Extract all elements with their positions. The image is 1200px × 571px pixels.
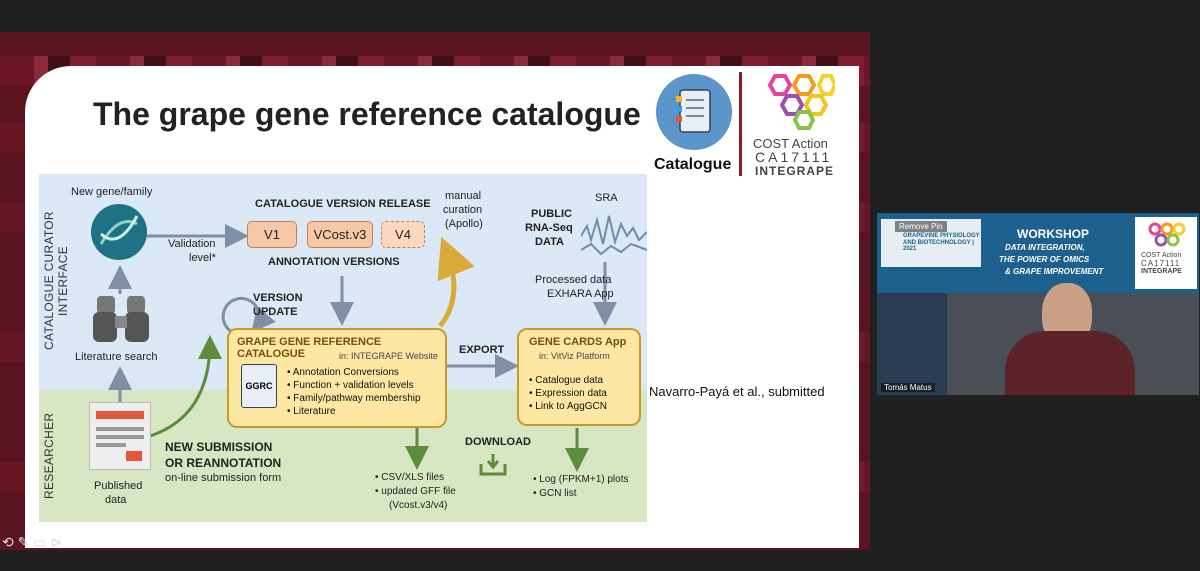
release-title: CATALOGUE VERSION RELEASE [255,198,431,210]
workshop-title: WORKSHOP [1017,227,1089,241]
sra-label: SRA [595,192,618,204]
gene-cards-bullets: • Catalogue data • Expression data • Lin… [529,374,607,413]
symposium-logo: GRAPEVINE PHYSIOLOGY AND BIOTECHNOLOGY |… [881,219,981,267]
catalogue-icon [656,74,732,150]
version-v4: V4 [381,221,425,248]
catalogue-panel: GRAPE GENE REFERENCE CATALOGUE in: INTEG… [227,328,447,428]
divider [739,72,742,176]
manual-label: manual [445,190,482,202]
citation-text: Navarro-Payá et al., submitted [649,384,825,399]
catalogue-bullet: • Family/pathway membership [287,393,421,404]
cost-action-text: COST Action [753,136,828,151]
catalogue-bullets: • Annotation Conversions • Function + va… [287,366,421,418]
published-label: Published [94,480,143,492]
cost-code-text: CA17111 [755,149,833,165]
catalogue-label: Catalogue [654,156,732,173]
gene-cards-panel: GENE CARDS App in: VitViz Platform • Cat… [517,328,641,426]
gene-cards-plots: • Log (FPKM+1) plots [533,474,629,485]
presentation-slide: The grape gene reference catalogue Catal… [25,66,859,548]
remove-pin-button[interactable]: Remove Pin [895,221,947,232]
submission-form-label: on-line submission form [165,472,282,484]
version-vcost: VCost.v3 [307,221,373,248]
integrape-text: INTEGRAPE [755,164,835,178]
diagram-arrows [108,224,617,472]
rnaseq-label: RNA-Seq [525,222,573,234]
catalogue-panel-subtitle: in: INTEGRAPE Website [339,351,438,361]
catalogue-bullet: • Function + validation levels [287,380,414,391]
gene-cards-title: GENE CARDS App [529,336,627,348]
cost-small-line3: INTEGRAPE [1141,268,1182,275]
validation-label: Validation [168,238,216,250]
catalogue-panel-title: GRAPE GENE REFERENCE CATALOGUE [237,336,382,360]
update-label: UPDATE [253,306,298,318]
new-gene-label: New gene/family [71,186,153,198]
cost-logo-small: COST Action CA17111 INTEGRAPE [1135,217,1197,289]
binoculars-icon [91,292,151,351]
apollo-label: (Apollo) [445,218,483,230]
download-icon [479,452,507,481]
participant-body [1005,331,1135,395]
symposium-year: AND BIOTECHNOLOGY | 2021 [903,240,974,252]
symposium-text: GRAPEVINE PHYSIOLOGY [903,233,980,239]
annotation-toolbar[interactable]: ⟲ ✎ ▭ ⊳ [2,534,63,550]
participant-name: Tomás Matus [881,383,935,392]
workshop-line2: THE POWER OF OMICS [999,255,1090,264]
version-v1: V1 [247,221,297,248]
version-label: VERSION [253,292,303,304]
gene-cards-bullet: • Link to AggGCN [529,401,607,412]
slide-title: The grape gene reference catalogue [93,96,641,132]
download-vcost: (Vcost.v3/v4) [389,500,448,511]
gene-cards-bullet: • Catalogue data [529,375,604,386]
published-data-label: data [105,494,127,506]
catalogue-bullet: • Literature [287,406,336,417]
validation-level-label: level* [189,252,216,264]
gene-cards-gcn: • GCN list [533,488,577,499]
literature-search-label: Literature search [75,351,158,363]
download-csv: • CSV/XLS files [375,472,445,483]
data-label: DATA [535,236,564,248]
download-gff: • updated GFF file [375,486,456,497]
sequence-icon [580,206,648,265]
processed-data-label: Processed data [535,274,612,286]
cost-integrape-logo [765,74,838,135]
workshop-line1: DATA INTEGRATION, [1005,243,1085,252]
catalogue-bullet: • Annotation Conversions [287,367,399,378]
download-label: DOWNLOAD [465,436,531,448]
public-label: PUBLIC [531,208,572,220]
reannotation-label: OR REANNOTATION [165,456,282,470]
cost-small-line2: CA17111 [1141,259,1181,268]
participant-video-tile[interactable]: GRAPEVINE PHYSIOLOGY AND BIOTECHNOLOGY |… [877,213,1199,395]
annotation-versions-label: ANNOTATION VERSIONS [268,256,400,268]
published-data-icon [89,402,151,470]
export-label: EXPORT [459,344,505,356]
exhara-label: EXHARA App [547,288,614,300]
ggrc-book-icon: GGRC [241,364,277,408]
gene-cards-subtitle: in: VitViz Platform [539,351,610,361]
new-submission-label: NEW SUBMISSION [165,440,273,454]
cost-small-line1: COST Action [1141,252,1182,259]
curation-label: curation [443,204,483,216]
gene-cards-bullet: • Expression data [529,388,607,399]
dna-icon [91,204,147,260]
workshop-line3: & GRAPE IMPROVEMENT [1005,267,1104,276]
